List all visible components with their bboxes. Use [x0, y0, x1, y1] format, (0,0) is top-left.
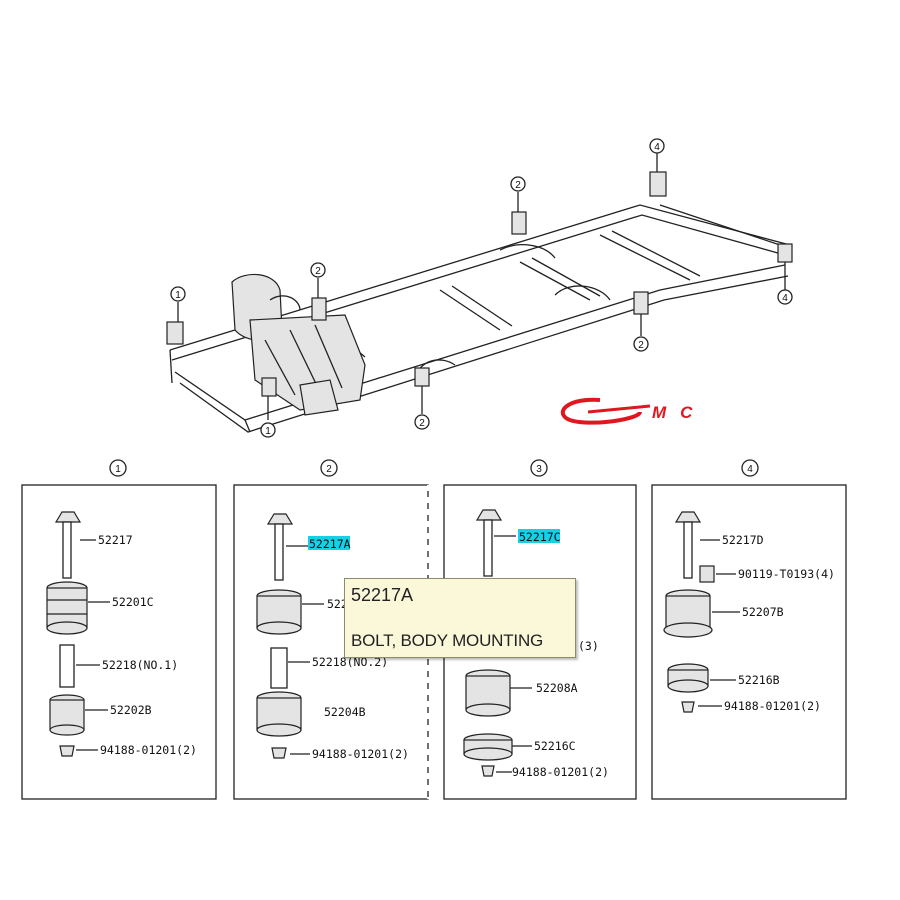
logo-mc: MC: [560, 397, 706, 425]
svg-text:2: 2: [326, 464, 332, 475]
frame-callouts: 1 1 2 2 2 2 4 4: [170, 138, 793, 438]
svg-text:1: 1: [265, 426, 271, 437]
label-94188-p2[interactable]: 94188-01201(2): [312, 747, 409, 761]
callout-2b: 2: [414, 414, 430, 430]
svg-text:1: 1: [115, 464, 121, 475]
label-52217[interactable]: 52217: [98, 533, 133, 547]
label-94188-p1[interactable]: 94188-01201(2): [100, 743, 197, 757]
tooltip-part-code: 52217A: [351, 585, 414, 605]
label-qty-3: (3): [578, 639, 599, 653]
label-90119[interactable]: 90119-T0193(4): [738, 567, 835, 581]
svg-text:MC: MC: [652, 403, 706, 422]
label-52218-no2[interactable]: 52218(NO.2): [312, 655, 388, 669]
bolt-52217d[interactable]: [674, 511, 702, 579]
label-52207b[interactable]: 52207B: [742, 605, 784, 619]
label-52218-no1[interactable]: 52218(NO.1): [102, 658, 178, 672]
highlight-52217c: [518, 529, 560, 543]
svg-text:3: 3: [536, 464, 542, 475]
nut-94188[interactable]: [59, 745, 75, 757]
label-94188-p3[interactable]: 94188-01201(2): [512, 765, 609, 779]
label-52202b[interactable]: 52202B: [110, 703, 152, 717]
washer-52216b[interactable]: [667, 663, 709, 693]
panel-1-header: 1: [109, 459, 127, 477]
callout-2d: 2: [633, 336, 649, 352]
label-52201c[interactable]: 52201C: [112, 595, 154, 609]
panel-2: 52217A 52201 52218(NO.2) 52204B 94188-01…: [233, 484, 429, 800]
callout-1b: 1: [260, 422, 276, 438]
callout-1a: 1: [170, 286, 186, 302]
panel-4-header: 4: [741, 459, 759, 477]
bolt-52217c[interactable]: [475, 509, 503, 577]
label-52208a[interactable]: 52208A: [536, 681, 578, 695]
nut-94188-p3[interactable]: [481, 765, 495, 777]
part-tooltip: 52217A BOLT, BODY MOUNTING: [344, 578, 576, 658]
highlight-52217a: [308, 536, 350, 550]
cushion-52202b[interactable]: [49, 694, 85, 736]
label-94188-p4[interactable]: 94188-01201(2): [724, 699, 821, 713]
panel-2-header: 2: [320, 459, 338, 477]
collar-52218-no1[interactable]: [59, 644, 75, 688]
panel-3-header: 3: [530, 459, 548, 477]
panel-4: 52217D 90119-T0193(4) 52207B 52216B 9418…: [651, 484, 847, 800]
washer-52216c[interactable]: [463, 733, 513, 761]
tooltip-part-name: BOLT, BODY MOUNTING: [351, 631, 544, 650]
svg-text:2: 2: [638, 340, 644, 351]
bolt-52217[interactable]: [54, 511, 82, 579]
svg-text:2: 2: [315, 266, 321, 277]
label-52217a[interactable]: 52217A: [309, 537, 351, 551]
panel-headers: 1 2 3 4: [109, 459, 759, 477]
cushion-52201c[interactable]: [46, 581, 88, 635]
cushion-52208a[interactable]: [465, 669, 511, 717]
cushion-52201[interactable]: [256, 589, 302, 635]
callout-4b: 4: [777, 289, 793, 305]
label-52216b[interactable]: 52216B: [738, 673, 780, 687]
bolt-90119[interactable]: [699, 565, 715, 583]
collar-52218-no2[interactable]: [270, 647, 288, 689]
svg-text:1: 1: [175, 290, 181, 301]
bolt-52217a[interactable]: [266, 513, 294, 581]
svg-text:4: 4: [782, 293, 788, 304]
cushion-52204b[interactable]: [256, 691, 302, 737]
label-52217c[interactable]: 52217C: [519, 530, 561, 544]
cushion-52207b[interactable]: [663, 589, 713, 638]
label-52217d[interactable]: 52217D: [722, 533, 764, 547]
nut-94188-p4[interactable]: [681, 701, 695, 713]
callout-2c: 2: [510, 176, 526, 192]
callout-2a: 2: [310, 262, 326, 278]
svg-text:2: 2: [419, 418, 425, 429]
callout-4a: 4: [649, 138, 665, 154]
svg-text:2: 2: [515, 180, 521, 191]
svg-text:4: 4: [654, 142, 660, 153]
label-52216c[interactable]: 52216C: [534, 739, 576, 753]
panel-3: 52217C 52208A 52216C 94188-01201(2) (3): [443, 484, 637, 800]
panel-1: 52217 52201C 52218(NO.1) 52202B 94188-01…: [21, 484, 217, 800]
svg-text:4: 4: [747, 464, 753, 475]
frame-illustration: [166, 152, 793, 433]
label-52204b[interactable]: 52204B: [324, 705, 366, 719]
nut-94188-p2[interactable]: [271, 747, 287, 759]
